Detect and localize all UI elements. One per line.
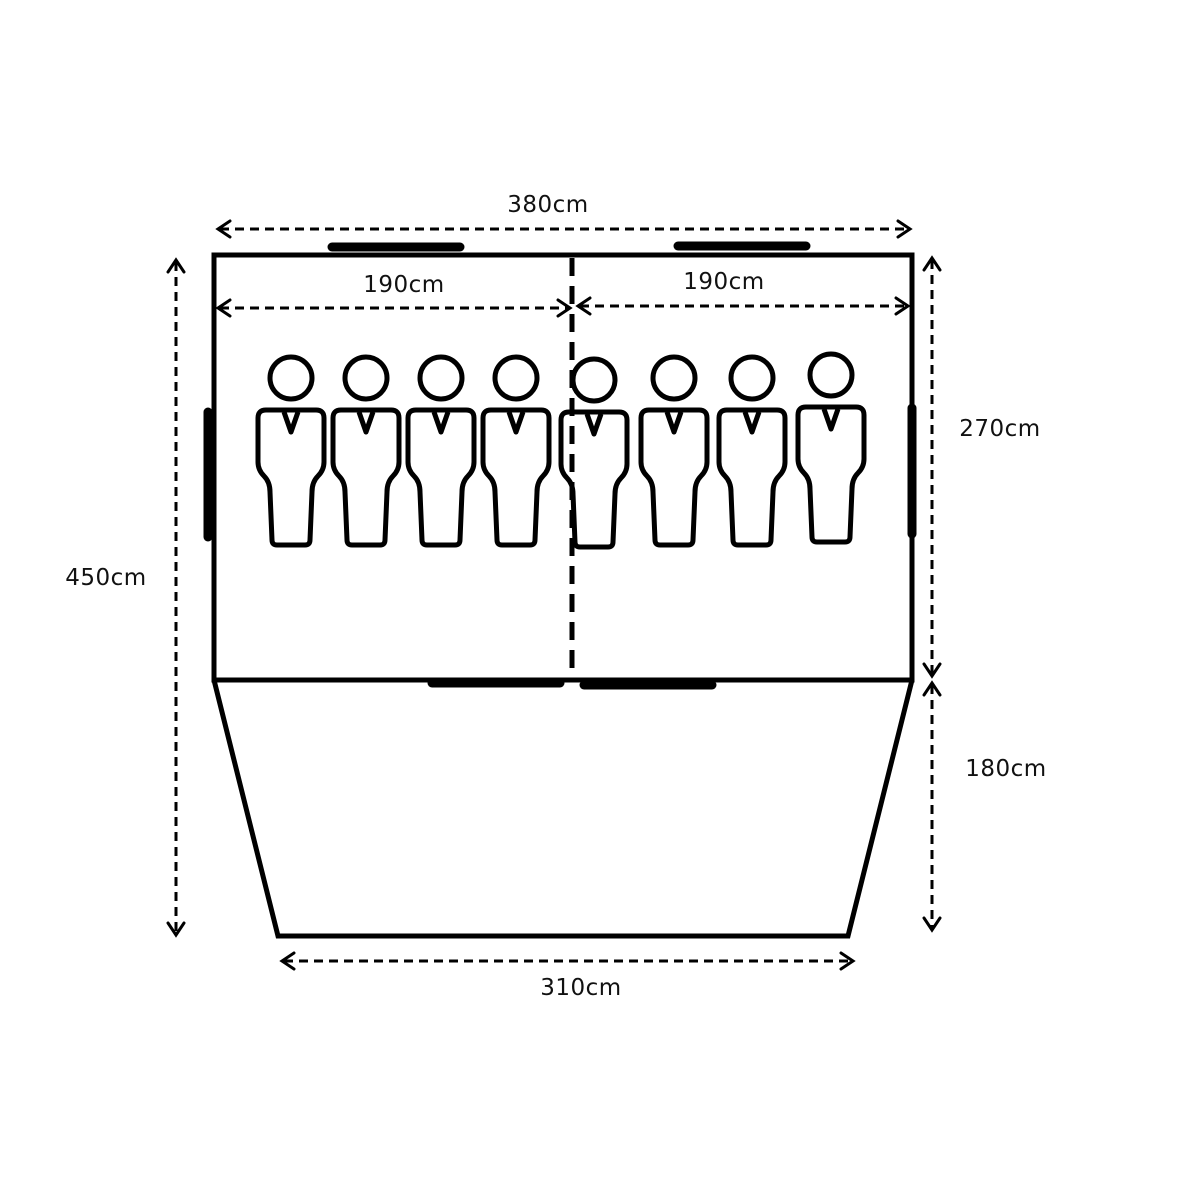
label-total-length: 450cm (65, 565, 146, 591)
dim-porch-depth (922, 680, 942, 933)
person-body (405, 407, 477, 548)
person-head (492, 354, 540, 402)
dim-right-bedroom-width (575, 296, 911, 316)
dimension-labels: 380cm 190cm 190cm 450cm 270cm 180cm 310c… (65, 192, 1046, 1001)
arrow-up-icon (166, 257, 186, 274)
person-body (716, 407, 788, 548)
person-tie (742, 411, 762, 435)
person-head (570, 356, 618, 404)
dim-total-length (166, 257, 186, 938)
arrow-up-icon (922, 680, 942, 697)
arrow-left-icon (575, 296, 592, 316)
person-icon (638, 354, 710, 548)
dimension-lines (166, 219, 942, 971)
person-icon (795, 351, 867, 545)
person-tie (431, 411, 451, 435)
person-body (558, 409, 630, 550)
label-front-width: 310cm (540, 975, 621, 1001)
person-body (330, 407, 402, 548)
arrow-down-icon (922, 916, 942, 933)
arrow-down-icon (166, 921, 186, 938)
tent-walls (211, 252, 915, 939)
person-tie (664, 411, 684, 435)
arrow-right-icon (894, 296, 911, 316)
person-tie (821, 408, 841, 432)
person-head (417, 354, 465, 402)
arrow-up-icon (922, 255, 942, 272)
person-head (807, 351, 855, 399)
sleeping-people (255, 351, 867, 550)
label-total-width: 380cm (507, 192, 588, 218)
arrow-right-icon (839, 951, 856, 971)
person-icon (480, 354, 552, 548)
person-icon (405, 354, 477, 548)
arrow-left-icon (279, 951, 296, 971)
arrow-right-icon (556, 298, 573, 318)
person-icon (558, 356, 630, 550)
person-body (255, 407, 327, 548)
label-porch-depth: 180cm (965, 756, 1046, 782)
arrow-right-icon (896, 219, 913, 239)
label-bedroom-depth: 270cm (959, 416, 1040, 442)
label-left-bedroom-width: 190cm (363, 272, 444, 298)
person-tie (281, 411, 301, 435)
arrow-down-icon (922, 662, 942, 679)
person-tie (356, 411, 376, 435)
dim-front-width (279, 951, 856, 971)
person-head (342, 354, 390, 402)
person-body (480, 407, 552, 548)
dim-left-bedroom-width (215, 298, 573, 318)
label-right-bedroom-width: 190cm (683, 269, 764, 295)
doors (203, 241, 917, 690)
person-icon (716, 354, 788, 548)
dim-bedroom-depth (922, 255, 942, 679)
person-head (650, 354, 698, 402)
person-head (728, 354, 776, 402)
person-icon (330, 354, 402, 548)
person-head (267, 354, 315, 402)
person-body (795, 404, 867, 545)
person-tie (584, 413, 604, 437)
arrow-left-icon (215, 298, 232, 318)
person-icon (255, 354, 327, 548)
person-tie (506, 411, 526, 435)
dim-total-width (215, 219, 913, 239)
porch-area-outline (211, 679, 915, 939)
person-body (638, 407, 710, 548)
arrow-left-icon (215, 219, 232, 239)
